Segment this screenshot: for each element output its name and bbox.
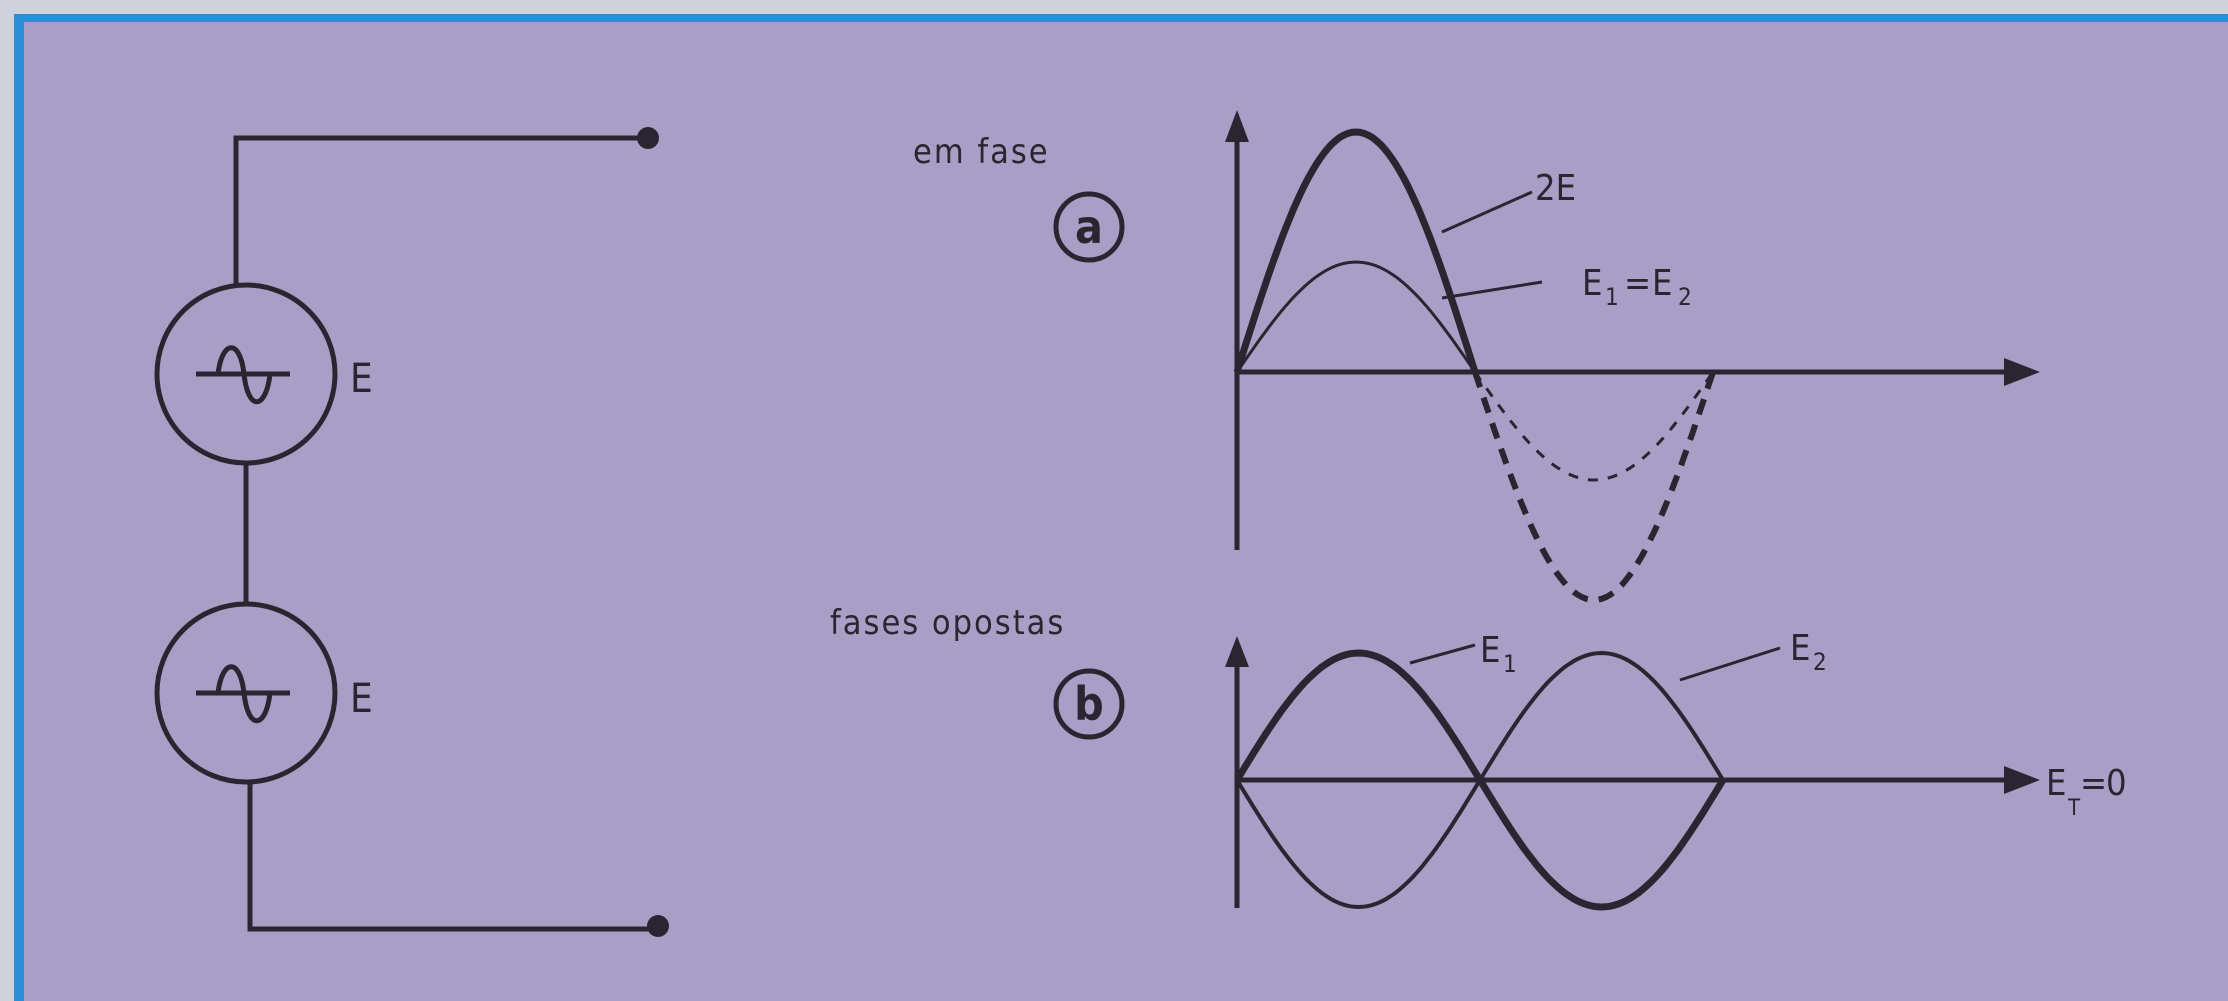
curve-e1-e2-positive xyxy=(1235,260,1477,373)
label-e1: E 1 xyxy=(1480,630,1517,678)
label-et-val: 0 xyxy=(2106,763,2127,804)
series-circuit xyxy=(154,127,669,937)
leader-e2 xyxy=(1679,646,1781,682)
label-e2-b-sub: 2 xyxy=(1813,648,1827,676)
graph-b-title: fases opostas xyxy=(830,603,1065,643)
label-e2-sub: 2 xyxy=(1678,283,1692,311)
graph-a-x-arrow xyxy=(2004,358,2040,386)
graph-b-badge: b xyxy=(1053,668,1125,740)
sine-wave-icon xyxy=(196,345,290,405)
source-top-label: E xyxy=(350,356,373,402)
curve-e1-e2-negative-dashed xyxy=(1473,371,1715,482)
leader-e1 xyxy=(1409,643,1476,665)
label-e2-b-main: E xyxy=(1790,628,1810,669)
label-e1-main: E xyxy=(1582,263,1602,304)
graph-a-title: em fase xyxy=(913,132,1050,172)
label-e1-b-main: E xyxy=(1480,630,1500,671)
graph-a-badge-letter: a xyxy=(1075,200,1103,254)
leader-2e xyxy=(1441,190,1533,234)
label-e2-main: E xyxy=(1652,263,1672,304)
label-2e: 2E xyxy=(1535,168,1576,209)
curve-2e-negative-dashed xyxy=(1472,371,1716,604)
source-bottom xyxy=(154,601,338,785)
graph-a-axes xyxy=(1234,130,2010,550)
label-et-zero: E T = 0 xyxy=(2046,763,2127,821)
sine-wave-icon xyxy=(196,664,290,724)
label-e1-eq-e2: E 1 = E 2 xyxy=(1582,263,1692,311)
label-et-eq: = xyxy=(2080,763,2107,804)
graph-a-badge: a xyxy=(1053,191,1125,263)
curve-2e-positive xyxy=(1233,128,1479,374)
graph-b-badge-letter: b xyxy=(1074,677,1104,731)
top-terminal xyxy=(637,127,659,149)
source-bottom-label: E xyxy=(350,676,373,722)
label-et-main: E xyxy=(2046,763,2066,804)
label-eq: = xyxy=(1624,263,1651,304)
label-e1-b-sub: 1 xyxy=(1503,650,1517,678)
graph-a-y-arrow xyxy=(1225,110,1249,142)
leader-e1-e2 xyxy=(1441,280,1543,300)
top-wire xyxy=(233,135,648,288)
curve-e2 xyxy=(1235,650,1725,910)
diagram-panel xyxy=(24,22,2228,1001)
bottom-terminal xyxy=(647,915,669,937)
bottom-wire xyxy=(247,779,658,932)
graph-b-x-arrow xyxy=(2004,766,2040,794)
graph-b-y-arrow xyxy=(1225,636,1249,667)
label-e1-sub: 1 xyxy=(1605,283,1619,311)
label-et-sub: T xyxy=(2067,796,2081,821)
label-e2: E 2 xyxy=(1790,628,1827,676)
